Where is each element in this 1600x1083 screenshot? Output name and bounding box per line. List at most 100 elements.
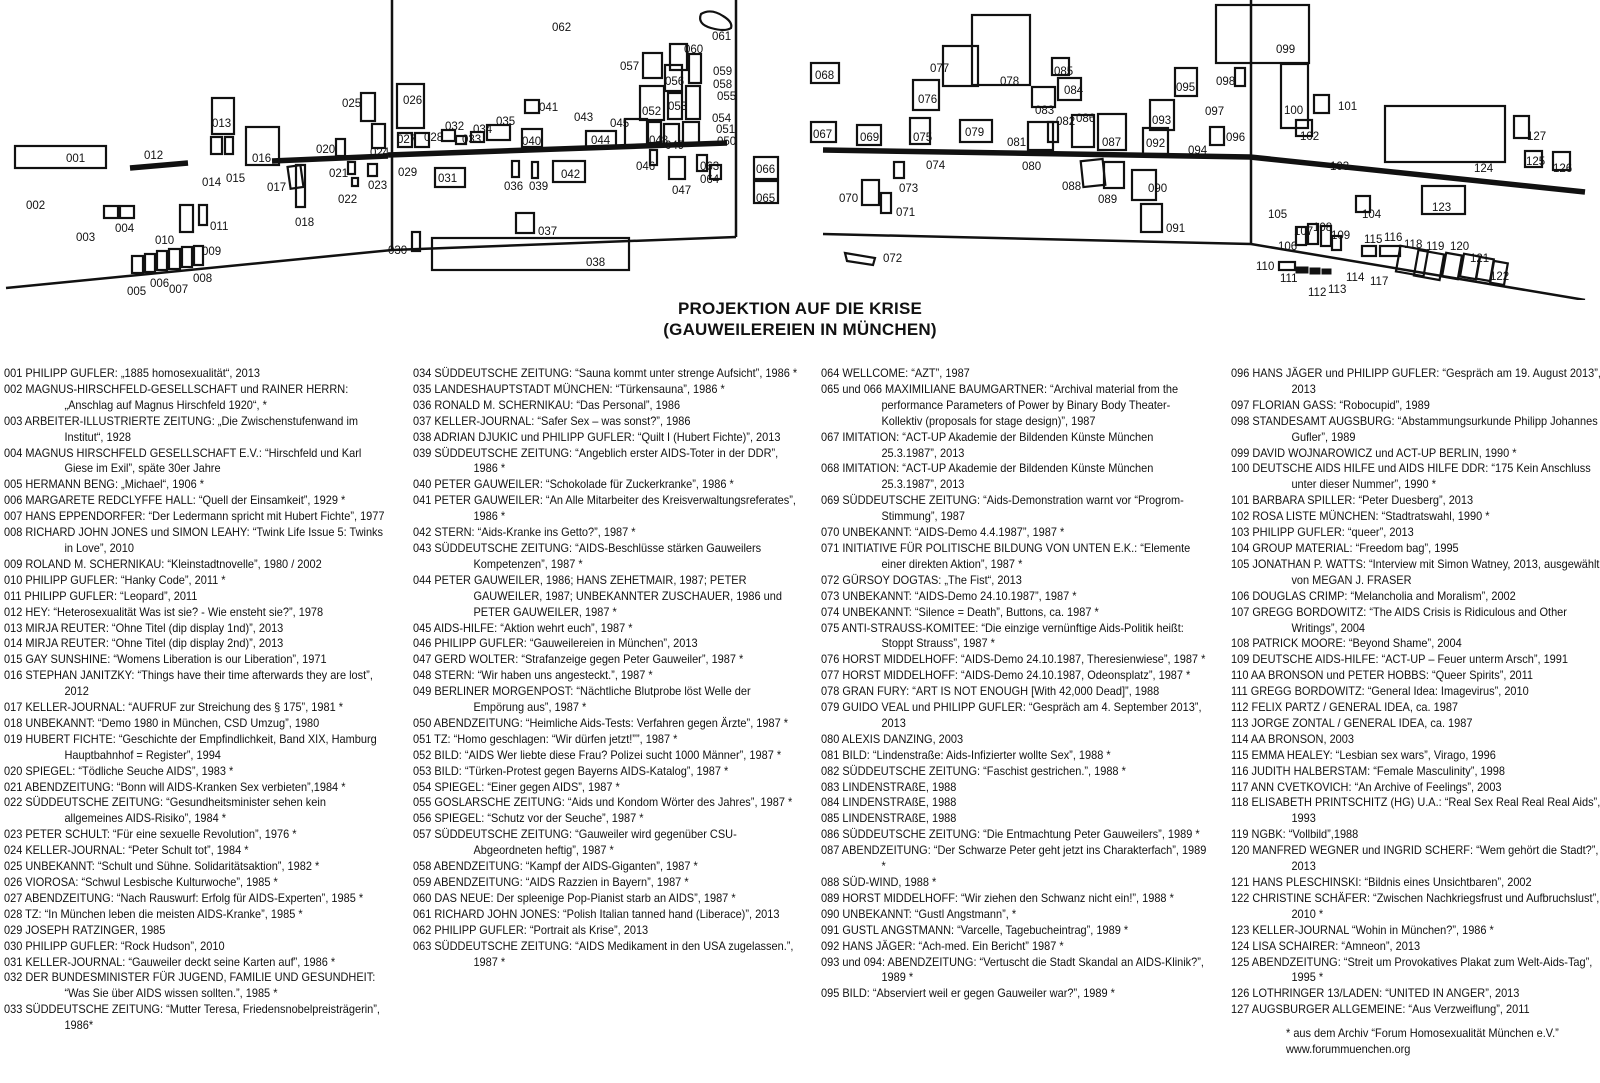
legend-entry: 054 SPIEGEL: “Einer gegen AIDS”, 1987 * [413, 779, 620, 794]
plan-label: 052 [642, 106, 661, 118]
plan-label: 007 [169, 284, 188, 296]
plan-label: 097 [1205, 106, 1224, 118]
legend-entry: 055 GOSLARSCHE ZEITUNG: “Aids und Kondom… [413, 795, 793, 810]
object-099 [1214, 3, 1311, 65]
plan-label: 103 [1330, 161, 1349, 173]
legend-entry: 071 INITIATIVE FÜR POLITISCHE BILDUNG VO… [821, 540, 1191, 571]
plan-label: 014 [202, 177, 222, 189]
legend-entry: 097 FLORIAN GASS: “Robocupid”, 1989 [1231, 397, 1430, 412]
plan-label: 122 [1490, 271, 1509, 283]
legend-entry: 025 UNBEKANNT: “Schult und Sühne. Solida… [4, 859, 320, 874]
legend-entry: 127 AUGSBURGER ALLGEMEINE: “Aus Verzweif… [1231, 1002, 1530, 1017]
legend-entry: 048 STERN: “Wir haben uns angesteckt.”, … [413, 668, 653, 683]
object-050 [681, 120, 701, 145]
legend-entry: 068 IMITATION: “ACT-UP Akademie der Bild… [821, 461, 1154, 492]
object-089 [1102, 160, 1126, 190]
object-055 [684, 84, 702, 121]
object-126 [1551, 150, 1572, 172]
legend-entry: 045 AIDS-HILFE: “Aktion wehrt euch”, 198… [413, 620, 633, 635]
legend-entry: 116 JUDITH HALBERSTAM: “Female Masculini… [1231, 763, 1505, 778]
plan-label: 098 [1216, 76, 1235, 88]
object-061 [699, 10, 733, 32]
object-026 [395, 82, 426, 130]
legend-entry: 110 AA BRONSON und PETER HOBBS: “Queer S… [1231, 668, 1534, 683]
legend-entry: 076 HORST MIDDELHOFF: “AIDS-Demo 24.10.1… [821, 652, 1206, 667]
plan-label: 123 [1432, 202, 1451, 214]
plan-label: 063 [700, 161, 719, 173]
legend-entry: 041 PETER GAUWEILER: “An Alle Mitarbeite… [413, 493, 796, 524]
plan-label: 074 [926, 160, 946, 172]
wall [1250, 242, 1586, 300]
title-line-2: (GAUWEILEREIEN IN MÜNCHEN) [663, 320, 937, 339]
plan-label: 118 [1404, 239, 1422, 251]
legend-entry: 007 HANS EPPENDORFER: “Der Ledermann spr… [4, 509, 385, 524]
plan-label: 068 [815, 70, 834, 82]
legend-entry: 038 ADRIAN DJUKIC und PHILIPP GUFLER: “Q… [413, 429, 781, 444]
object-064 [708, 163, 723, 181]
floor-plan: 001 002 003 004 005 006 007 008 009 010 … [5, 0, 1586, 300]
legend-entry: 009 ROLAND M. SCHERNIKAU: “Kleinstadtnov… [4, 556, 322, 571]
plan-label: 022 [338, 194, 357, 206]
plan-label: 077 [930, 63, 949, 75]
plan-label: 047 [672, 185, 691, 197]
object-125 [1523, 149, 1544, 169]
legend-entry: 112 FELIX PARTZ / GENERAL IDEA, ca. 1987 [1231, 700, 1459, 715]
legend-entry: 093 und 094: ABENDZEITUNG: “Vertuscht di… [821, 954, 1204, 985]
object-098 [1233, 66, 1247, 88]
object-033 [454, 134, 468, 146]
object-025 [359, 91, 377, 123]
legend-entry: 002 MAGNUS-HIRSCHFELD-GESELLSCHAFT und R… [4, 381, 349, 412]
legend-entry: 123 KELLER-JOURNAL “Wohin in München?”, … [1231, 922, 1494, 937]
plan-label: 092 [1146, 138, 1165, 150]
object-027 [396, 131, 414, 149]
plan-label: 027 [397, 134, 416, 146]
legend-entry: 052 BILD: “AIDS Wer liebte diese Frau? P… [413, 747, 782, 762]
legend-entry: 051 TZ: “Homo geschlagen: “Wir dürfen je… [413, 731, 678, 746]
plan-label: 046 [636, 161, 655, 173]
legend-entry: 020 SPIEGEL: “Tödliche Seuche AIDS”, 198… [4, 763, 234, 778]
plan-label: 024 [370, 147, 390, 159]
legend-entry: 087 ABENDZEITUNG: “Der Schwarze Peter ge… [821, 843, 1207, 874]
legend-entry: 064 WELLCOME: “AZT”, 1987 [821, 366, 970, 380]
object-119 [1440, 251, 1464, 281]
plan-label: 034 [473, 124, 493, 136]
plan-label: 070 [839, 193, 858, 205]
object-010 [178, 203, 195, 234]
plan-label: 069 [860, 132, 879, 144]
legend-entry: 033 SÜDDEUTSCHE ZEITUNG: “Mutter Teresa,… [4, 1002, 380, 1033]
plan-label: 036 [504, 181, 523, 193]
plan-label: 006 [150, 278, 169, 290]
object-016 [244, 125, 281, 167]
plan-label: 051 [716, 124, 735, 136]
legend-entry: 014 MIRJA REUTER: “Ohne Titel (dip displ… [4, 636, 284, 651]
plan-label: 045 [610, 118, 629, 130]
legend-entry: 124 LISA SCHAIRER: “Amneon”, 2013 [1231, 938, 1421, 953]
plan-label: 071 [896, 207, 915, 219]
object-079 [958, 118, 994, 144]
plan-label: 033 [462, 134, 481, 146]
plan-label: 104 [1362, 209, 1382, 221]
plan-label: 101 [1338, 101, 1357, 113]
footnote-archive-note: * aus dem Archiv “Forum Homosexualität M… [1286, 1026, 1559, 1040]
plan-label: 081 [1007, 137, 1026, 149]
legend-entry: 101 BARBARA SPILLER: “Peter Duesberg”, 2… [1231, 493, 1474, 508]
legend-entry: 059 ABENDZEITUNG: “AIDS Razzien in Bayer… [413, 875, 689, 889]
plan-label: 035 [496, 116, 515, 128]
object-115 [1360, 244, 1378, 258]
legend-entry: 078 GRAN FURY: “ART IS NOT ENOUGH [With … [821, 684, 1160, 699]
plan-label: 105 [1268, 209, 1287, 221]
plan-label: 120 [1450, 241, 1469, 253]
legend-entry: 062 PHILIPP GUFLER: “Portrait als Krise”… [413, 922, 649, 937]
legend-entry: 010 PHILIPP GUFLER: “Hanky Code”, 2011 * [4, 572, 226, 587]
object-093 [1148, 98, 1176, 132]
plan-label: 061 [712, 31, 731, 43]
object-008 [180, 245, 194, 269]
object-073 [892, 160, 906, 180]
object-005b [143, 252, 157, 274]
legend-entry: 118 ELISABETH PRINTSCHITZ (HG) U.A.: “Re… [1231, 795, 1600, 826]
legend-entry: 039 SÜDDEUTSCHE ZEITUNG: “Angeblich erst… [413, 445, 779, 476]
object-003 [102, 204, 120, 220]
plan-label: 055 [717, 91, 736, 103]
object-037 [514, 211, 536, 235]
legend-entry: 026 VIOROSA: “Schwul Lesbische Kulturwoc… [4, 875, 278, 889]
